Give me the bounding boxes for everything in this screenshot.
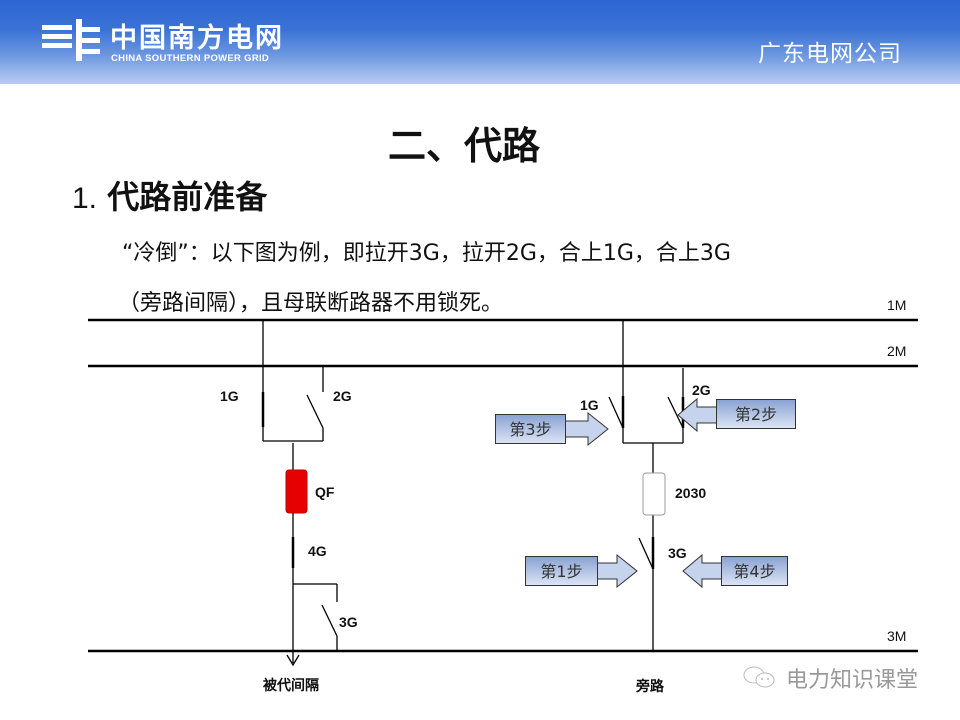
right-1g-label: 1G xyxy=(580,397,599,413)
step-1-arrow xyxy=(596,553,638,589)
company-name: 广东电网公司 xyxy=(758,41,902,67)
section-title: 代路前准备 xyxy=(107,178,268,216)
right-2030-label: 2030 xyxy=(675,485,707,501)
section-heading: 1. 代路前准备 xyxy=(72,172,267,218)
right-bay xyxy=(608,320,685,651)
left-3g-label: 3G xyxy=(339,614,358,630)
wechat-icon xyxy=(743,666,775,688)
paragraph-line-1: “冷倒”：以下图为例，即拉开3G，拉开2G，合上1G，合上3G xyxy=(122,241,731,266)
step-2-arrow xyxy=(677,397,718,433)
step-3-arrow xyxy=(564,411,609,447)
left-bay xyxy=(261,320,338,667)
logo-chinese-text: 中国南方电网 xyxy=(110,23,284,54)
left-qf-label: QF xyxy=(315,484,335,500)
step-2-box: 第2步 xyxy=(716,399,796,429)
csg-logo-icon xyxy=(42,19,100,61)
left-2g-label: 2G xyxy=(333,388,352,404)
bus-label-3m: 3M xyxy=(887,628,907,644)
logo-english-text: CHINA SOUTHERN POWER GRID xyxy=(111,53,270,64)
left-1g-label: 1G xyxy=(220,388,239,404)
step-4-box: 第4步 xyxy=(721,556,788,586)
bus-label-1m: 1M xyxy=(887,297,907,313)
step-3-box: 第3步 xyxy=(495,414,566,444)
right-bay-caption: 旁路 xyxy=(636,679,664,695)
step-4-arrow xyxy=(682,553,723,589)
left-4g-label: 4G xyxy=(308,543,327,559)
left-bay-caption: 被代间隔 xyxy=(263,678,319,694)
bus-label-2m: 2M xyxy=(887,343,907,359)
right-2g-label: 2G xyxy=(692,382,711,398)
step-1-box: 第1步 xyxy=(525,556,598,586)
section-number: 1. xyxy=(72,182,98,215)
watermark-text: 电力知识课堂 xyxy=(786,668,919,693)
right-3g-label: 3G xyxy=(668,545,687,561)
qf-breaker xyxy=(285,469,308,514)
paragraph-line-2: （旁路间隔），且母联断路器不用锁死。 xyxy=(118,291,504,316)
breaker-2030 xyxy=(642,472,666,516)
header-banner: 中国南方电网 CHINA SOUTHERN POWER GRID 广东电网公司 xyxy=(0,0,960,84)
page-title: 二、代路 xyxy=(387,124,540,168)
